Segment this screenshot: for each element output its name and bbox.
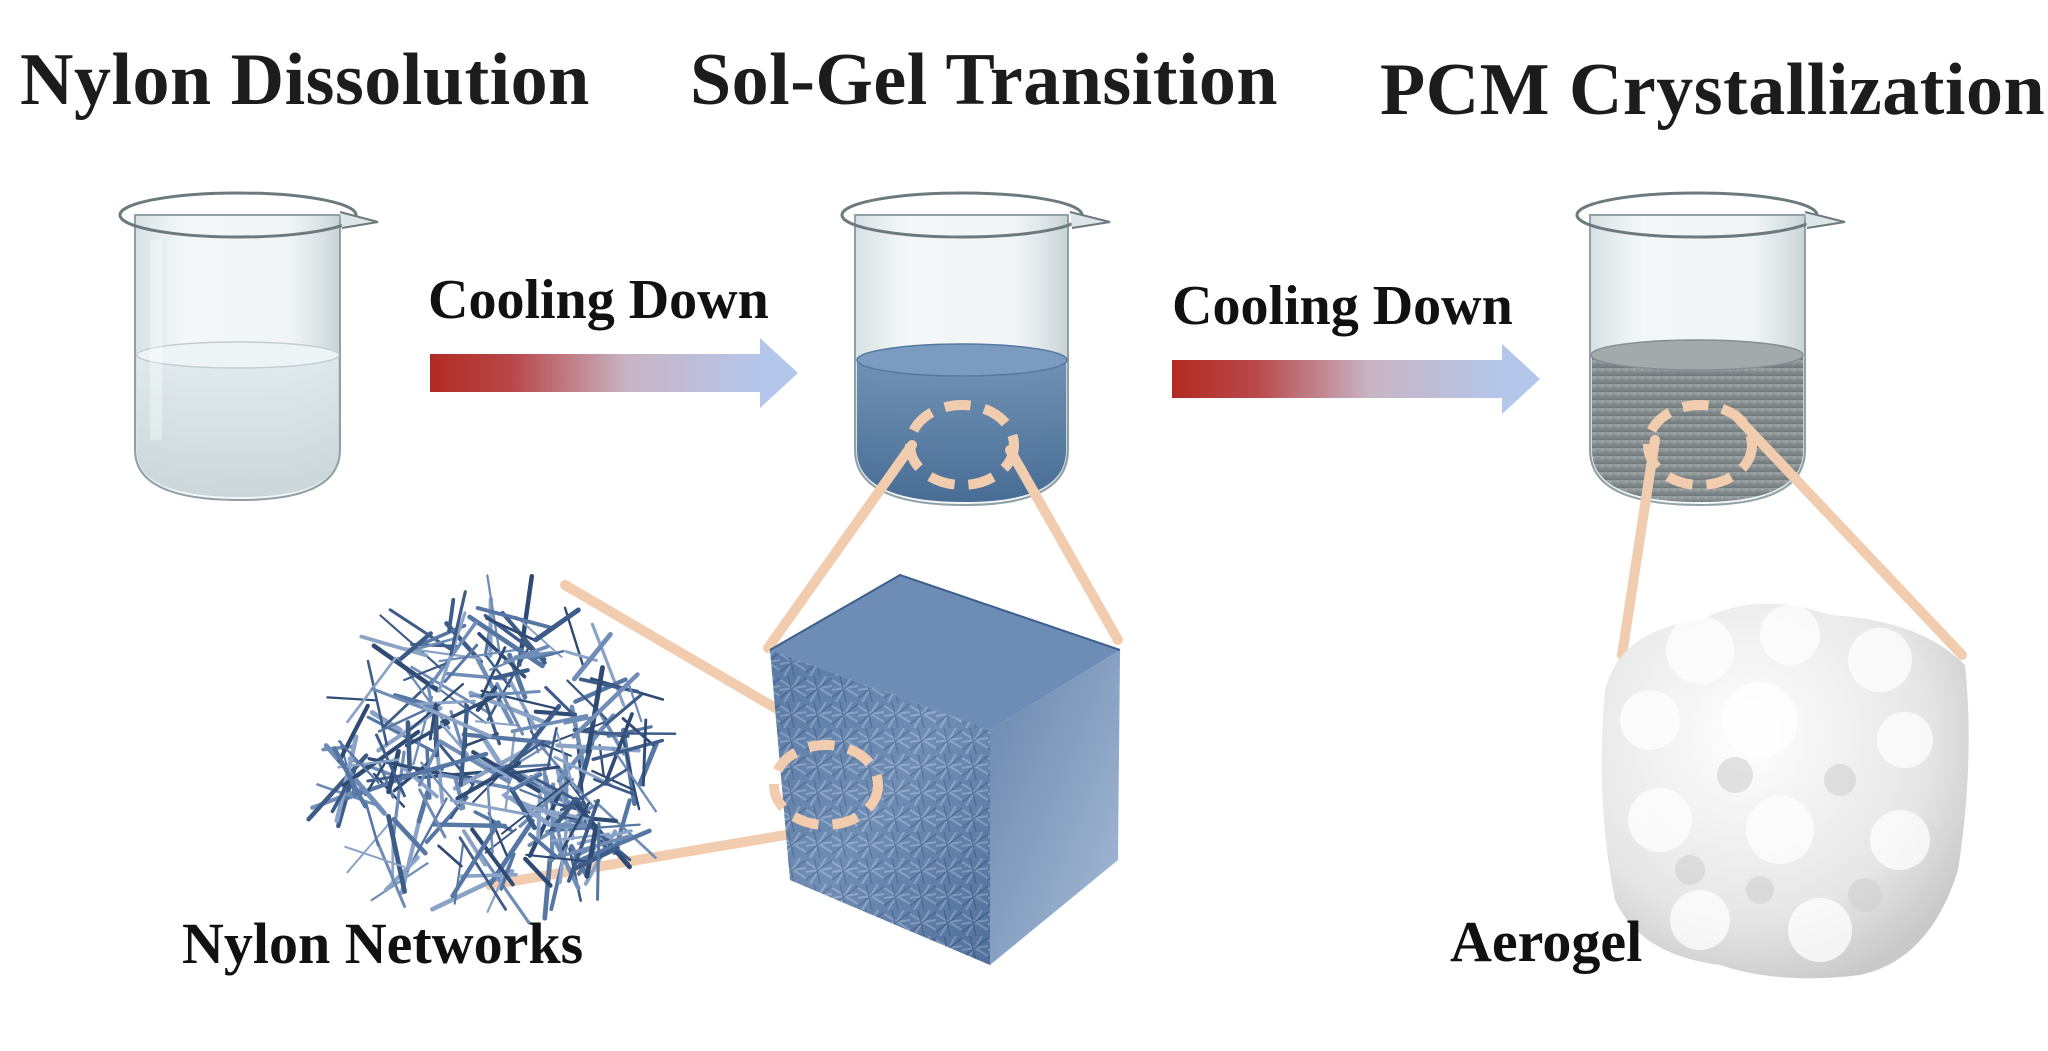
arrow-label-cooling-1: Cooling Down xyxy=(428,268,769,332)
nylon-fiber xyxy=(439,846,462,866)
nylon-fiber xyxy=(497,684,523,734)
title-sol-gel-transition: Sol-Gel Transition xyxy=(690,38,1278,123)
nylon-fiber xyxy=(372,689,425,709)
beaker-gel xyxy=(842,193,1110,505)
caption-nylon-networks: Nylon Networks xyxy=(182,910,583,977)
nylon-fiber xyxy=(394,819,426,853)
nylon-fiber xyxy=(327,697,376,700)
beaker-pcm-solid xyxy=(1577,193,1845,505)
cooling-arrow-1 xyxy=(430,338,798,408)
gel-cube xyxy=(770,575,1120,965)
beaker-clear-solution xyxy=(120,193,378,500)
title-pcm-crystallization: PCM Crystallization xyxy=(1380,48,2045,133)
nylon-fiber xyxy=(554,825,586,826)
nylon-fiber xyxy=(449,600,453,631)
caption-aerogel: Aerogel xyxy=(1450,908,1642,975)
arrow-label-cooling-2: Cooling Down xyxy=(1172,274,1513,338)
nylon-fiber xyxy=(598,824,600,900)
nylon-network-cluster xyxy=(309,575,676,923)
nylon-fiber xyxy=(366,804,378,846)
title-nylon-dissolution: Nylon Dissolution xyxy=(20,38,590,123)
nylon-fiber xyxy=(595,733,675,734)
nylon-fiber xyxy=(408,722,410,769)
cooling-arrow-2 xyxy=(1172,344,1540,414)
aerogel-cube xyxy=(1602,604,1969,979)
